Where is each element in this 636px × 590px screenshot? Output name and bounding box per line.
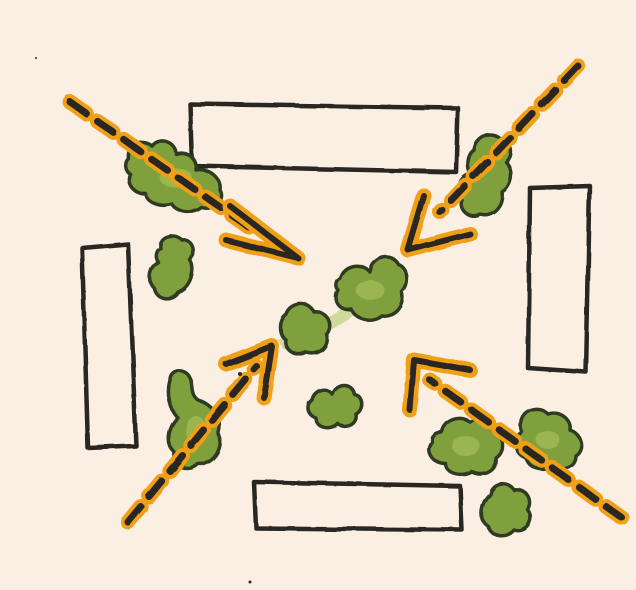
- tree-clump-icon: [308, 385, 362, 428]
- foliage-highlight: [356, 280, 384, 300]
- foliage-highlight: [536, 431, 560, 449]
- building-bottom: [254, 482, 462, 530]
- building-top: [190, 104, 458, 172]
- tree-clump-icon: [280, 304, 329, 354]
- tree-clump-icon: [481, 484, 530, 536]
- building-left: [82, 244, 136, 448]
- building-right: [528, 186, 590, 372]
- foliage-highlight: [452, 436, 480, 456]
